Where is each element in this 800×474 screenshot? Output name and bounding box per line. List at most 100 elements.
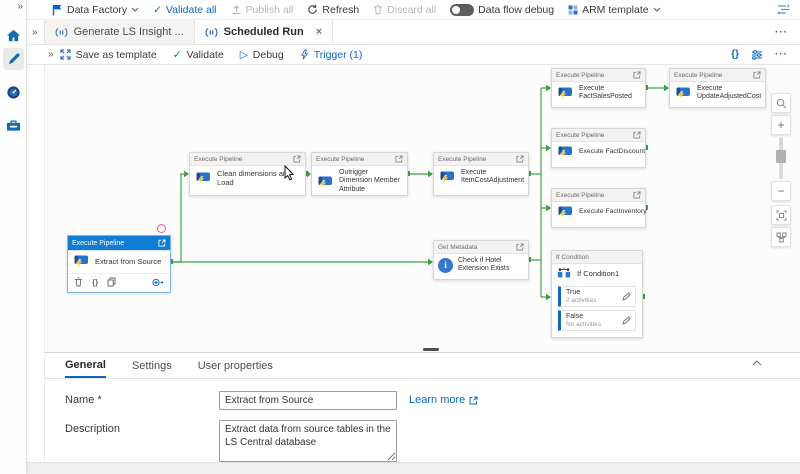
pipeline-canvas[interactable]: Execute Pipeline Extract from Source {} … bbox=[44, 65, 800, 352]
open-activity-icon[interactable] bbox=[293, 155, 301, 163]
canvas-search-button[interactable] bbox=[771, 93, 791, 113]
activity-outrigger-dimension[interactable]: Execute Pipeline Outrigger Dimension Mem… bbox=[311, 152, 408, 196]
pencil-icon bbox=[7, 52, 21, 66]
description-textarea[interactable]: Extract data from source tables in the L… bbox=[219, 420, 397, 462]
nav-manage-button[interactable] bbox=[3, 114, 24, 136]
code-view-button[interactable]: {} bbox=[731, 49, 739, 60]
activity-type-label: Execute Pipeline bbox=[72, 239, 125, 247]
zoom-in-button[interactable]: + bbox=[771, 115, 791, 135]
left-nav-expand-icon[interactable]: » bbox=[17, 1, 23, 12]
name-input[interactable] bbox=[219, 391, 397, 410]
search-icon bbox=[776, 98, 786, 108]
toggle-knob bbox=[452, 5, 461, 14]
validate-all-button[interactable]: ✓ Validate all bbox=[153, 3, 217, 16]
open-activity-icon[interactable] bbox=[633, 191, 641, 199]
activity-itemcostadjustment[interactable]: Execute Pipeline Execute ItemCostAdjustm… bbox=[433, 152, 529, 196]
open-activity-icon[interactable] bbox=[516, 155, 524, 163]
lightning-icon bbox=[300, 49, 309, 60]
trigger-button[interactable]: Trigger (1) bbox=[300, 49, 362, 61]
debug-button[interactable]: ▷ Debug bbox=[239, 48, 284, 61]
add-next-activity-icon[interactable] bbox=[152, 278, 164, 287]
open-activity-icon[interactable] bbox=[633, 71, 641, 79]
factory-menu[interactable]: Data Factory bbox=[52, 4, 139, 16]
if-true-branch[interactable]: True 2 activities bbox=[558, 286, 636, 307]
auto-align-icon bbox=[776, 232, 786, 242]
discard-all-button: Discard all bbox=[373, 4, 436, 16]
tab-user-properties[interactable]: User properties bbox=[197, 359, 273, 372]
settings-sliders-icon[interactable] bbox=[751, 49, 763, 60]
gauge-icon bbox=[6, 85, 21, 100]
activity-extract-from-source[interactable]: Execute Pipeline Extract from Source {} bbox=[67, 235, 171, 293]
open-activity-icon[interactable] bbox=[158, 239, 166, 247]
zoom-out-button[interactable]: − bbox=[771, 181, 791, 201]
if-condition-icon bbox=[556, 267, 572, 280]
canvas-hscrollbar[interactable] bbox=[423, 348, 439, 351]
arm-template-icon bbox=[568, 5, 578, 15]
tab-scheduled-run[interactable]: Scheduled Run × bbox=[194, 20, 334, 44]
if-false-branch[interactable]: False No activities bbox=[558, 310, 636, 331]
code-braces-icon[interactable]: {} bbox=[92, 277, 99, 287]
publish-all-button: Publish all bbox=[231, 4, 293, 16]
activity-factdiscount[interactable]: Execute Pipeline Execute FactDiscount bbox=[551, 128, 646, 168]
refresh-button[interactable]: Refresh bbox=[307, 4, 359, 16]
fit-to-screen-button[interactable] bbox=[771, 205, 791, 225]
toolbox-icon bbox=[6, 119, 21, 132]
clone-activity-icon[interactable] bbox=[107, 277, 116, 287]
flow-list-icon bbox=[777, 4, 790, 15]
edit-pencil-icon[interactable] bbox=[622, 292, 631, 301]
activity-factsalesposted[interactable]: Execute Pipeline Execute FactSalesPosted bbox=[551, 68, 646, 108]
auto-align-button[interactable] bbox=[771, 227, 791, 247]
execute-pipeline-icon bbox=[556, 205, 574, 219]
nav-monitor-button[interactable] bbox=[3, 81, 24, 103]
save-as-template-button[interactable]: Save as template bbox=[60, 49, 157, 61]
pipeline-tab-bar: » Generate LS Insight ... Scheduled Run … bbox=[27, 20, 800, 45]
zoom-slider-thumb[interactable] bbox=[776, 150, 786, 163]
tab-settings[interactable]: Settings bbox=[131, 359, 172, 372]
learn-more-link[interactable]: Learn more bbox=[409, 391, 478, 406]
open-activity-icon[interactable] bbox=[516, 243, 524, 251]
activity-check-hotel-extension[interactable]: Get Metadata i Check if Hotel Extension … bbox=[433, 240, 529, 280]
execute-pipeline-icon bbox=[72, 254, 90, 268]
canvas-expand-icon[interactable]: » bbox=[48, 49, 54, 60]
dataflow-debug-toggle[interactable] bbox=[450, 3, 475, 16]
pipeline-icon bbox=[205, 27, 218, 37]
arm-template-menu[interactable]: ARM template bbox=[568, 4, 661, 16]
activity-updateadjustedcost[interactable]: Execute Pipeline Execute UpdateAdjustedC… bbox=[669, 68, 766, 108]
execute-pipeline-icon bbox=[556, 86, 574, 100]
tabbar-more-icon[interactable]: ··· bbox=[775, 26, 788, 38]
show-flow-button[interactable] bbox=[777, 4, 790, 15]
check-icon: ✓ bbox=[153, 3, 162, 16]
tab-general[interactable]: General bbox=[65, 354, 106, 378]
home-icon bbox=[6, 29, 21, 42]
close-tab-icon[interactable]: × bbox=[315, 26, 323, 38]
connector-lines bbox=[168, 84, 766, 301]
check-icon: ✓ bbox=[172, 48, 182, 61]
activity-clean-dimensions-and-load[interactable]: Execute Pipeline Clean dimensions and Lo… bbox=[189, 152, 306, 196]
pipeline-toolbar: » Save as template ✓ Validate ▷ Debug Tr… bbox=[27, 45, 800, 65]
top-app-bar: Data Factory ✓ Validate all Publish all … bbox=[27, 0, 800, 20]
validate-button[interactable]: ✓ Validate bbox=[172, 48, 224, 61]
chevron-down-icon bbox=[131, 7, 139, 12]
delete-activity-icon[interactable] bbox=[74, 277, 83, 287]
toolbar-more-icon[interactable]: ··· bbox=[775, 49, 788, 60]
collapse-panel-icon[interactable] bbox=[752, 360, 762, 366]
activity-factinventory[interactable]: Execute Pipeline Execute FactInventory bbox=[551, 188, 647, 228]
execute-pipeline-icon bbox=[438, 170, 456, 184]
edit-pencil-icon[interactable] bbox=[622, 316, 631, 325]
open-activity-icon[interactable] bbox=[633, 131, 641, 139]
open-activity-icon[interactable] bbox=[395, 155, 403, 163]
nav-author-button[interactable] bbox=[3, 48, 24, 70]
execute-pipeline-icon bbox=[556, 145, 574, 159]
execute-pipeline-icon bbox=[674, 86, 692, 100]
play-icon: ▷ bbox=[239, 48, 248, 61]
chevron-down-icon bbox=[653, 7, 661, 12]
breakpoint-circle[interactable] bbox=[157, 224, 166, 233]
fit-screen-icon bbox=[776, 210, 786, 220]
execute-pipeline-icon bbox=[194, 171, 212, 185]
nav-home-button[interactable] bbox=[3, 24, 24, 46]
open-activity-icon[interactable] bbox=[753, 71, 761, 79]
resources-expand-icon[interactable]: » bbox=[32, 26, 38, 38]
activity-if-condition[interactable]: If Condition If Condition1 True 2 activi… bbox=[551, 250, 643, 338]
refresh-icon bbox=[307, 4, 318, 15]
tab-generate-ls-insight[interactable]: Generate LS Insight ... bbox=[43, 20, 195, 44]
